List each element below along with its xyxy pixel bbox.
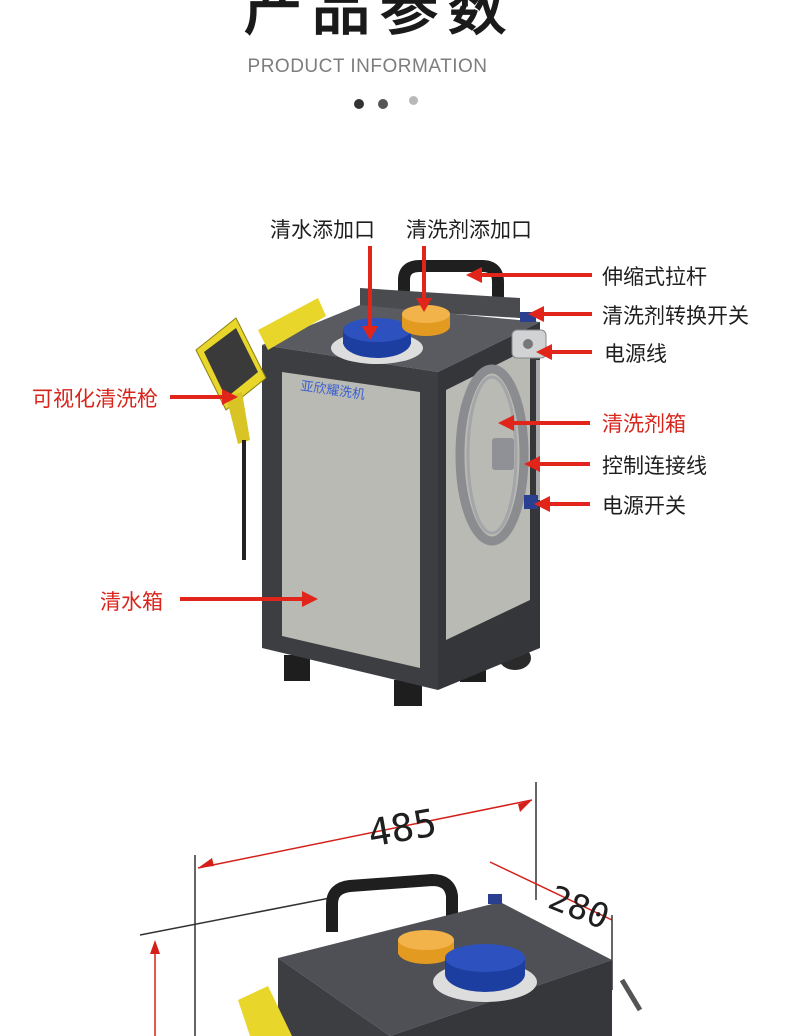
label-detergent-switch: 清洗剂转换开关 <box>602 304 749 328</box>
page-title: 产品参数 <box>243 0 516 43</box>
label-water-tank: 清水箱 <box>100 590 163 614</box>
front-panel <box>282 372 420 668</box>
label-handle: 伸缩式拉杆 <box>602 265 707 289</box>
label-power-cable: 电源线 <box>604 342 667 366</box>
label-power-switch: 电源开关 <box>602 494 686 518</box>
hose-bracket <box>492 438 514 470</box>
power-switch-knob <box>524 495 538 509</box>
page-subtitle: PRODUCT INFORMATION <box>247 56 488 77</box>
label-water-inlet: 清水添加口 <box>270 218 375 242</box>
gun-handle <box>258 298 326 350</box>
label-detergent-inlet: 清洗剂添加口 <box>406 218 532 242</box>
gun-screen <box>204 328 258 398</box>
carousel-dot-2[interactable] <box>378 99 388 109</box>
dimension-view <box>139 782 643 1036</box>
label-detergent-tank: 清洗剂箱 <box>602 412 686 436</box>
carousel-dot-3[interactable] <box>409 96 418 105</box>
label-control-cable: 控制连接线 <box>602 454 707 478</box>
hose-ring <box>455 364 529 546</box>
label-visual-gun: 可视化清洗枪 <box>32 387 158 411</box>
detergent-switch-knob <box>520 312 536 322</box>
foot-front-left <box>284 655 310 681</box>
carousel-dot-1[interactable] <box>354 99 364 109</box>
carousel-dots <box>354 96 424 111</box>
gun-nozzle <box>226 392 250 444</box>
